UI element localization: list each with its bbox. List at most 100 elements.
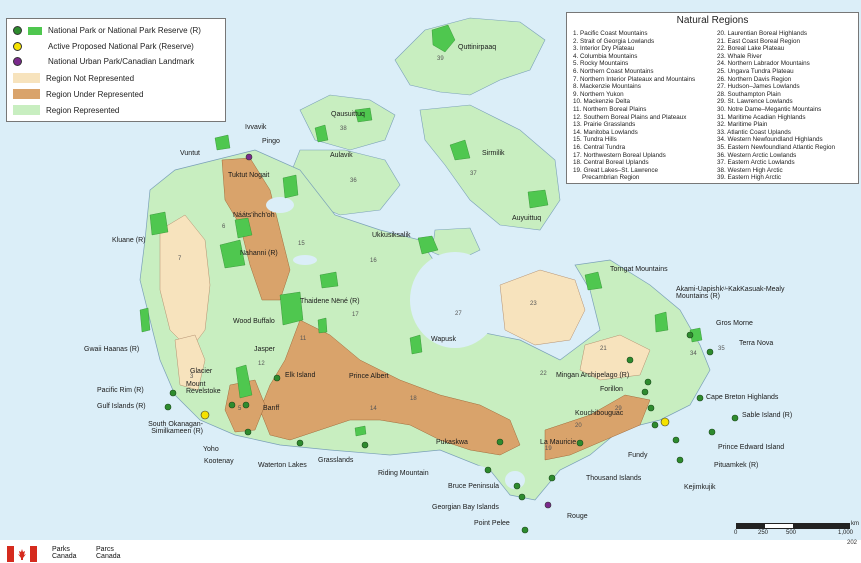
park-dot-icon xyxy=(13,26,22,35)
natural-region-item: 19. Great Lakes–St. Lawrence xyxy=(573,166,659,174)
svg-text:18: 18 xyxy=(410,396,417,402)
svg-text:5: 5 xyxy=(238,406,242,412)
natural-region-item: 31. Maritime Acadian Highlands xyxy=(717,113,806,121)
map-svg: 39 38 36 37 6 7 15 16 17 11 12 18 14 27 … xyxy=(11,17,739,534)
svg-text:36: 36 xyxy=(350,178,357,184)
natural-region-item: 3. Interior Dry Plateau xyxy=(573,45,635,53)
map-canvas[interactable]: 39 38 36 37 6 7 15 16 17 11 12 18 14 27 … xyxy=(0,0,861,540)
svg-text:38: 38 xyxy=(340,126,347,132)
park-label: Georgian Bay Islands xyxy=(432,504,499,511)
park-label: Elk Island xyxy=(285,372,316,379)
legend-item-not: Region Not Represented xyxy=(13,73,134,83)
park-dots xyxy=(11,27,739,534)
great-bear-lake xyxy=(266,197,294,213)
region-under-represented-29 xyxy=(544,394,651,461)
natural-region-item: 9. Northern Yukon xyxy=(573,90,624,98)
natural-region-item: 6. Northern Coast Mountains xyxy=(573,67,654,75)
natural-region-item: 13. Prairie Grasslands xyxy=(573,121,636,129)
under-represented-swatch-icon xyxy=(13,89,40,99)
hudson-bay xyxy=(410,252,500,348)
park-label: Kejimkujik xyxy=(684,484,716,491)
natural-region-item: 15. Tundra Hills xyxy=(573,136,617,144)
not-represented-swatch-icon xyxy=(13,73,40,83)
park-label: La Mauricie xyxy=(540,439,577,446)
park-label: Waterton Lakes xyxy=(258,462,307,469)
scale-unit: km xyxy=(851,521,859,527)
natural-region-item: 22. Boreal Lake Plateau xyxy=(717,45,785,53)
svg-text:21: 21 xyxy=(600,346,607,352)
proposed-dot-icon xyxy=(13,42,22,51)
park-label: Aulavik xyxy=(330,152,353,159)
natural-regions-title: Natural Regions xyxy=(676,15,749,26)
park-label: Ukkusiksalik xyxy=(372,232,411,239)
map-legend: National Park or National Park Reserve (… xyxy=(6,18,226,122)
legend-label: Region Under Represented xyxy=(46,89,144,99)
natural-region-item: 28. Southampton Plain xyxy=(717,90,781,98)
natural-region-item: 17. Northwestern Boreal Uplands xyxy=(573,151,666,159)
scale-bar: 0 250 500 1,000 km xyxy=(734,521,859,539)
park-polygons xyxy=(139,24,703,437)
park-label: Auyuittuq xyxy=(512,215,542,222)
svg-text:22: 22 xyxy=(540,371,547,377)
legend-item-proposed: Active Proposed National Park (Reserve) xyxy=(13,42,194,51)
svg-text:23: 23 xyxy=(530,301,537,307)
park-label: Qausuittuq xyxy=(331,111,365,118)
park-label: Terra Nova xyxy=(739,340,774,347)
park-label: Point Pelee xyxy=(474,520,510,527)
region-not-represented-7 xyxy=(159,214,211,351)
park-label: Tuktut Nogait xyxy=(228,172,270,179)
park-label: Kootenay xyxy=(204,458,234,465)
svg-text:19: 19 xyxy=(545,446,552,452)
natural-region-item: 7. Northern Interior Plateaux and Mounta… xyxy=(573,75,696,83)
region-37-baffin xyxy=(419,104,561,231)
park-label: South Okanagan-Similkameen (R) xyxy=(148,421,203,435)
natural-region-item: 23. Whale River xyxy=(717,52,762,60)
natural-region-item: 29. St. Lawrence Lowlands xyxy=(717,98,793,106)
region-39-high-arctic xyxy=(394,17,546,96)
natural-region-item: 36. Western Arctic Lowlands xyxy=(717,151,797,159)
natural-region-item: 5. Rocky Mountains xyxy=(573,60,629,68)
region-not-represented-3 xyxy=(174,334,206,391)
park-label: Fundy xyxy=(628,452,648,459)
natural-region-item: 32. Maritime Plain xyxy=(717,121,768,129)
scale-tick: 1,000 xyxy=(838,530,854,536)
svg-text:6: 6 xyxy=(222,224,226,230)
natural-region-item: 21. East Coast Boreal Region xyxy=(717,37,800,45)
natural-region-item: 1. Pacific Coast Mountains xyxy=(573,30,648,37)
legend-label: Active Proposed National Park (Reserve) xyxy=(48,42,194,51)
park-label: Rouge xyxy=(567,513,588,520)
svg-text:17: 17 xyxy=(352,312,359,318)
scale-tick: 250 xyxy=(758,530,769,536)
park-label: Gros Morne xyxy=(716,320,753,327)
park-label: Jasper xyxy=(254,346,276,353)
legend-label: Region Not Represented xyxy=(46,73,135,83)
park-label: Prince Albert xyxy=(349,373,389,380)
park-label: Wood Buffalo xyxy=(233,318,275,325)
proposed-pituamkek-marker xyxy=(660,417,670,427)
proposed-okanagan-marker xyxy=(200,410,210,420)
region-under-represented-8 xyxy=(221,157,291,301)
svg-text:12: 12 xyxy=(258,361,265,367)
natural-region-item: 25. Ungava Tundra Plateau xyxy=(717,67,794,75)
natural-region-item: 34. Western Newfoundland Highlands xyxy=(717,136,823,144)
park-label: Pingo xyxy=(262,138,280,145)
park-label: Yoho xyxy=(203,446,219,453)
natural-region-item: 37. Eastern Arctic Lowlands xyxy=(717,159,795,167)
natural-regions-panel: Natural Regions 1. Pacific Coast Mountai… xyxy=(566,12,859,184)
legend-item-represented: Region Represented xyxy=(13,105,119,115)
park-label: Nahanni (R) xyxy=(240,250,278,257)
park-label: Kluane (R) xyxy=(112,237,146,244)
park-label: Ivvavik xyxy=(245,124,267,131)
park-label: Thousand Islands xyxy=(586,475,642,482)
pingo-marker xyxy=(245,153,253,161)
svg-text:27: 27 xyxy=(455,311,462,317)
park-label: Glacier xyxy=(190,368,213,375)
natural-region-item: 14. Manitoba Lowlands xyxy=(573,128,638,136)
svg-text:7: 7 xyxy=(178,256,182,262)
park-label: Akami-Uapishkᵘ-KakKasuak-Mealy Mountains… xyxy=(676,286,785,300)
park-label: Pukaskwa xyxy=(436,439,468,446)
natural-region-item: 39. Eastern High Arctic xyxy=(717,174,782,182)
